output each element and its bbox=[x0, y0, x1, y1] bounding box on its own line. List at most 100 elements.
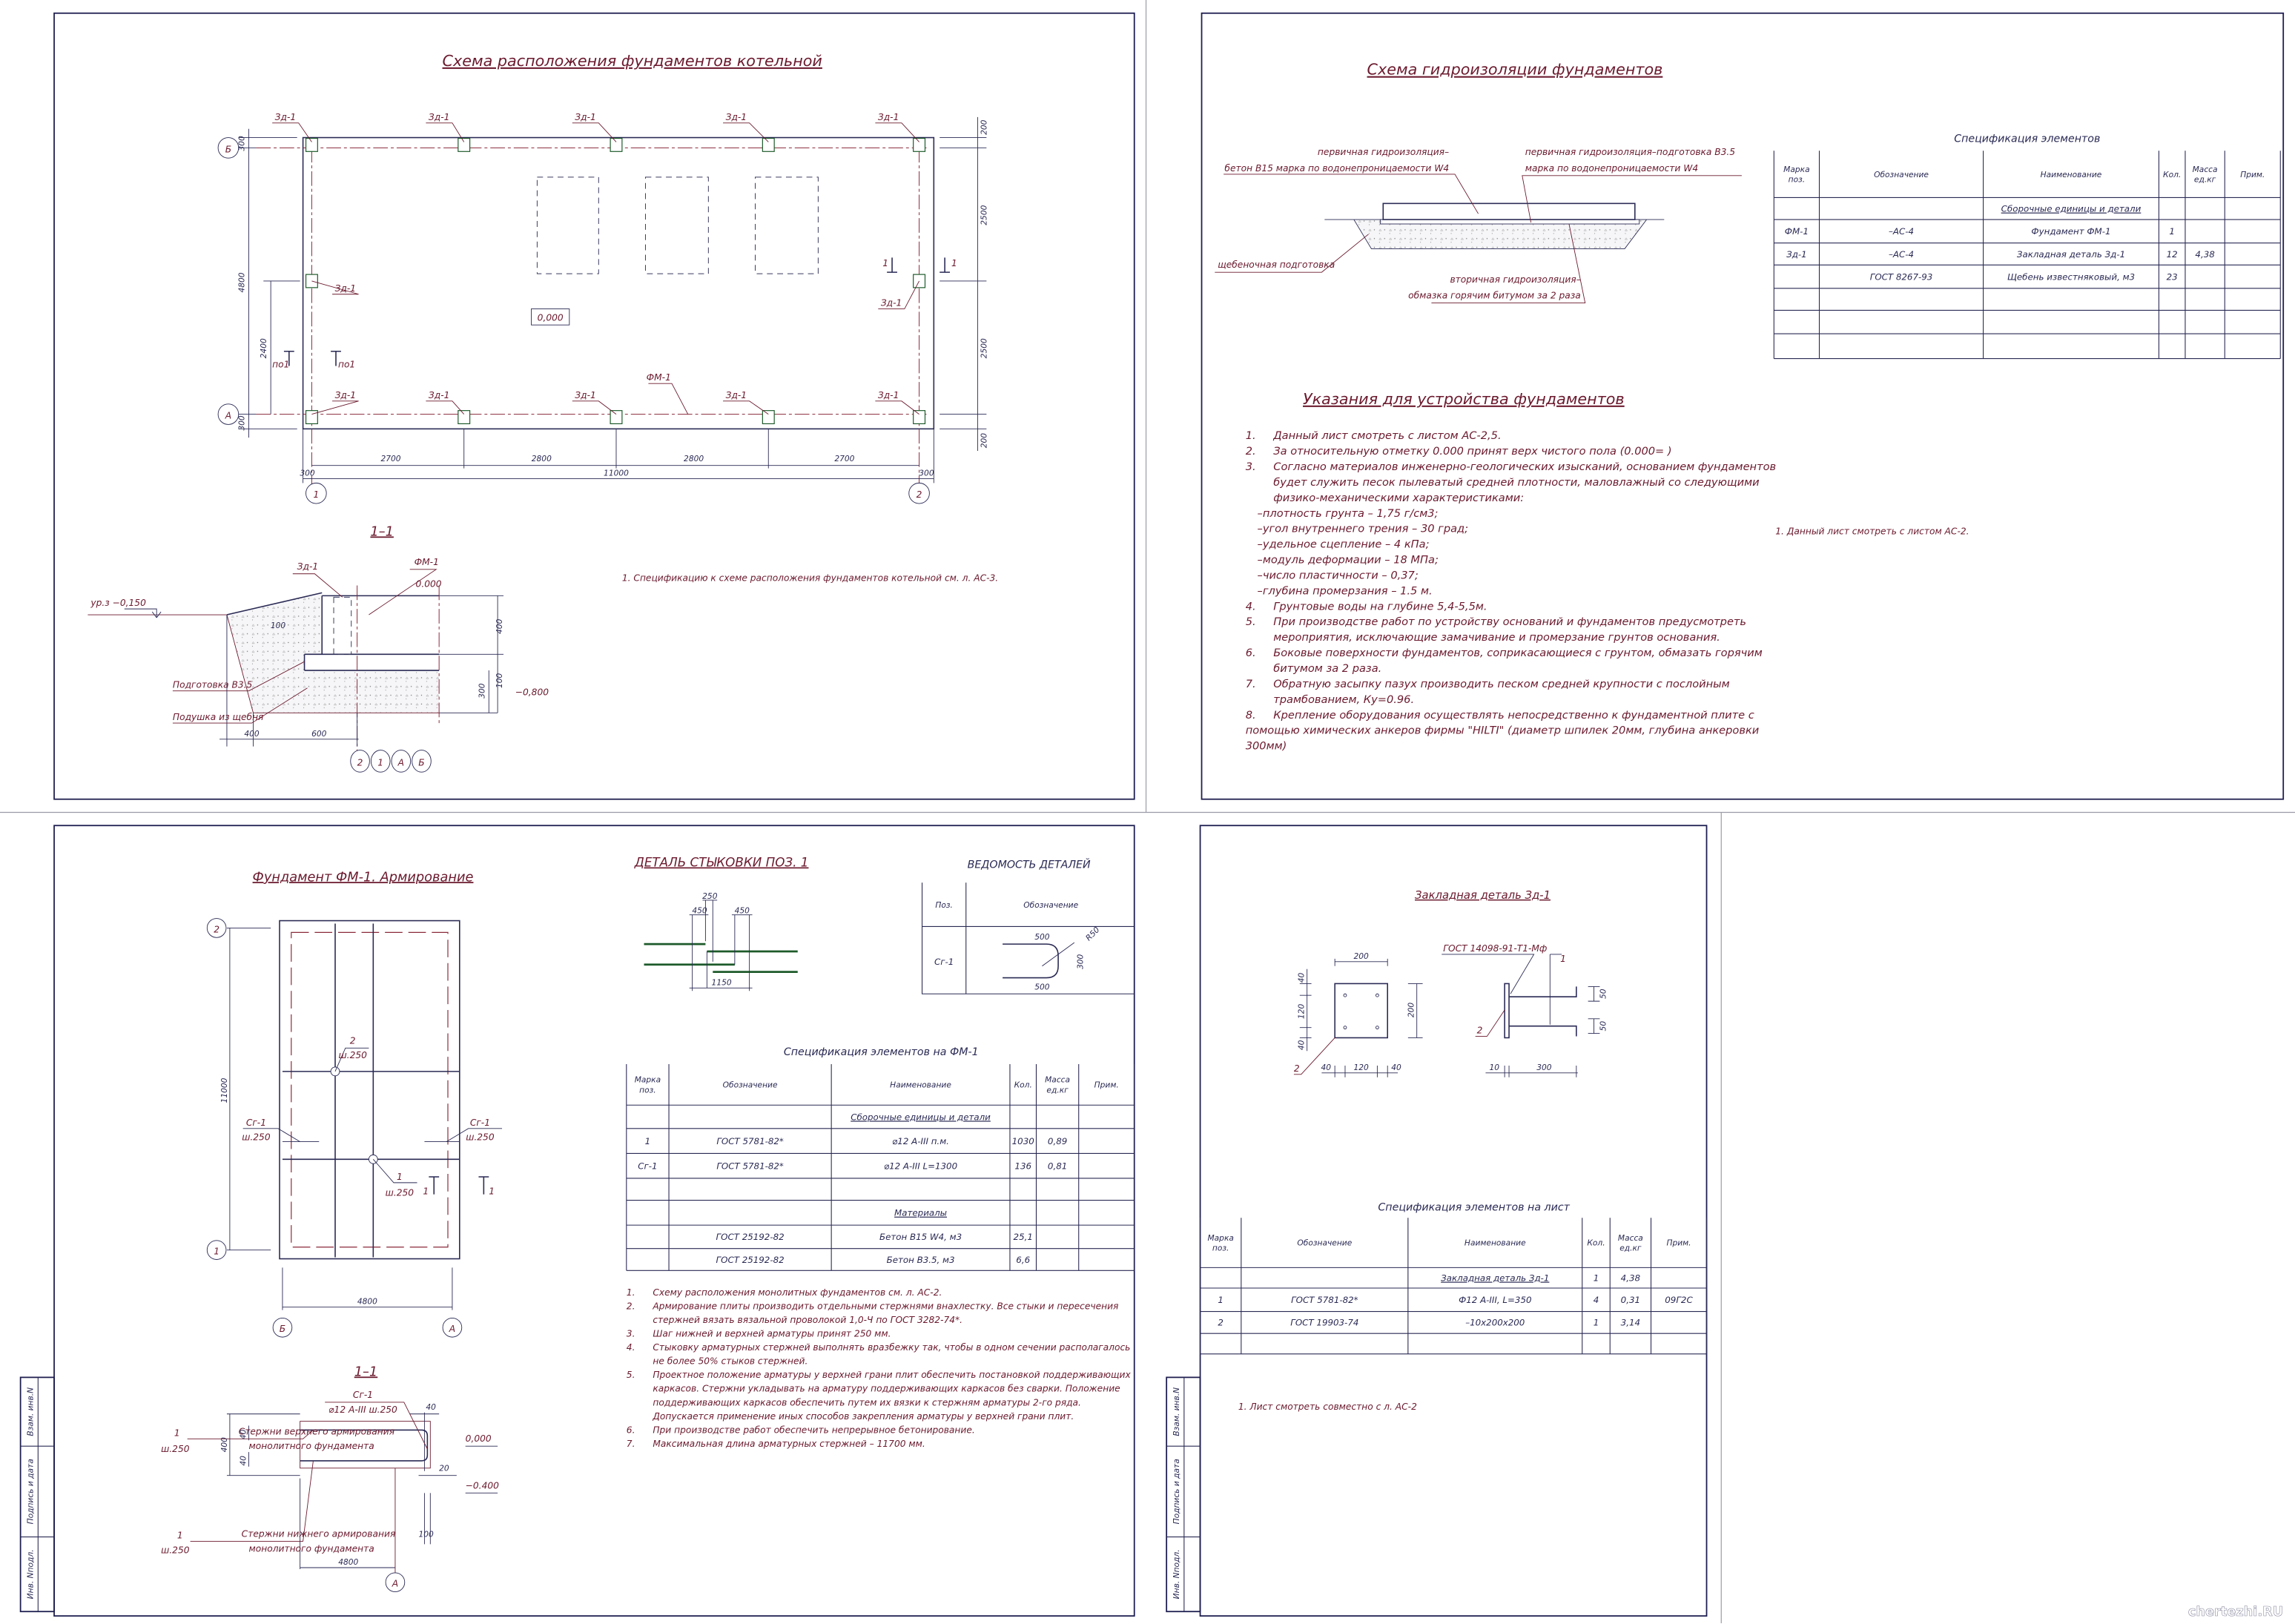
leader-line bbox=[190, 1460, 314, 1542]
stamp-label: Подпись и дата bbox=[25, 1459, 35, 1524]
dimension-lines bbox=[1299, 958, 1423, 1077]
note-text: –глубина промерзания – 1.5 м. bbox=[1258, 584, 1433, 597]
table-cell: Ф12 А-III, L=350 bbox=[1459, 1295, 1531, 1305]
table-cell: 4,38 bbox=[1621, 1273, 1641, 1284]
note-item: 4.Грунтовые воды на глубине 5,4-5,5м. bbox=[1246, 600, 1487, 613]
table-cell: Сборочные единицы и детали bbox=[2001, 204, 2142, 214]
note-text: Схему расположения монолитных фундаменто… bbox=[653, 1287, 942, 1298]
table-cell: ФМ-1 bbox=[1785, 226, 1809, 237]
note-text: физико-механическими характеристиками: bbox=[1273, 492, 1524, 504]
dim: 40 bbox=[1297, 1040, 1307, 1050]
note-number: 1. bbox=[1246, 429, 1256, 442]
axis-label-1: 1 bbox=[313, 489, 319, 500]
bar-label: 1 bbox=[397, 1172, 403, 1182]
table-header: Обозначение bbox=[723, 1080, 778, 1090]
radius-leader bbox=[1042, 942, 1075, 967]
reinforcement-outline bbox=[291, 931, 449, 1248]
embedded-part-label: Зд-1 bbox=[726, 112, 747, 122]
leader-line bbox=[311, 400, 359, 415]
dimension-lines bbox=[1485, 954, 1600, 1077]
note-text: –модуль деформации – 18 МПа; bbox=[1258, 554, 1439, 567]
instructions-title: Указания для устройства фундаментов bbox=[1303, 390, 1625, 408]
embedded-part-label: Зд-1 bbox=[726, 390, 747, 400]
foundation-label: ФМ-1 bbox=[415, 557, 439, 567]
dim: 500 bbox=[1034, 982, 1050, 991]
leader-line bbox=[242, 1128, 300, 1142]
table-header: Марка bbox=[635, 1075, 661, 1085]
note-text: Боковые поверхности фундаментов, соприка… bbox=[1273, 647, 1762, 659]
table-cell: ГОСТ 25192-82 bbox=[716, 1232, 785, 1242]
table-cell: 0,31 bbox=[1621, 1295, 1640, 1305]
parts-list-title: ВЕДОМОСТЬ ДЕТАЛЕЙ bbox=[968, 857, 1091, 871]
dim: 10 bbox=[1490, 1063, 1500, 1072]
rebar-spacing: ш.250 bbox=[161, 1545, 190, 1555]
dim: 20 bbox=[439, 1464, 449, 1473]
table-header: Прим. bbox=[1094, 1080, 1119, 1090]
embedded-part-marker bbox=[305, 137, 318, 152]
watermark-logo: chertezhi.RU bbox=[2188, 1605, 2283, 1620]
dim-edge: 300 bbox=[300, 469, 315, 478]
rebar-lap bbox=[644, 943, 798, 974]
note-number: 6. bbox=[1246, 647, 1256, 659]
note-text: Данный лист смотреть с листом АС-2,5. bbox=[1272, 429, 1501, 442]
ground-level-label: ур.з −0,150 bbox=[90, 598, 146, 608]
leader-line bbox=[172, 661, 305, 692]
cg-spacing: ш.250 bbox=[466, 1132, 495, 1143]
dim: 1150 bbox=[712, 977, 732, 987]
dim: 400 bbox=[495, 618, 504, 634]
equipment-outline bbox=[755, 176, 819, 274]
sheet-waterproofing: Схема гидроизоляции фундаментов первична… bbox=[1201, 12, 2285, 800]
table-row: Материалы bbox=[894, 1208, 947, 1218]
note-text: стержней вязать вязальной проволокой 1,0… bbox=[653, 1315, 962, 1325]
callout-text: первичная гидроизоляция– bbox=[1318, 147, 1449, 157]
section-label-left: по1 bbox=[272, 359, 289, 369]
note-item: 2.Армирование плиты производить отдельны… bbox=[627, 1301, 1119, 1325]
dim: R50 bbox=[1083, 925, 1101, 943]
note-item: 3.Шаг нижней и верхней арматуры принят 2… bbox=[627, 1329, 891, 1339]
side-view: ГОСТ 14098-91-Т1-Мф 1 2 50 50 10 300 bbox=[1442, 943, 1608, 1077]
note-item: 4.Стыковку арматурных стержней выполнять… bbox=[627, 1342, 1131, 1367]
note-item: –плотность грунта – 1,75 г/см3; –угол вну… bbox=[1258, 507, 1469, 598]
axis-label: Б bbox=[418, 757, 424, 768]
note-text: –угол внутреннего трения – 30 град; bbox=[1258, 523, 1469, 535]
axis-marker-1 bbox=[206, 1240, 227, 1260]
note-text: –плотность грунта – 1,75 г/см3; bbox=[1258, 507, 1439, 520]
leader-line bbox=[648, 383, 689, 415]
note-item: 7.Обратную засыпку пазух производить пес… bbox=[1246, 678, 1730, 706]
embedded-part-marker bbox=[610, 137, 623, 152]
stamp-label: Инв. Nподл. bbox=[25, 1549, 35, 1599]
rebar-desc: монолитного фундамента bbox=[249, 1543, 374, 1554]
embedded-part-marker bbox=[458, 410, 471, 425]
dim: 4800 bbox=[338, 1557, 358, 1567]
embedded-part-label: Зд-1 bbox=[881, 298, 902, 308]
note-text: не более 50% стыков стержней. bbox=[653, 1356, 808, 1367]
parts-mark: Сг-1 bbox=[934, 957, 954, 967]
axis-marker bbox=[370, 750, 391, 773]
embedded-part-label: Зд-1 bbox=[335, 390, 356, 400]
dim: 40 bbox=[1321, 1063, 1332, 1072]
note-text: Согласно материалов инженерно-геологичес… bbox=[1273, 461, 1776, 473]
cg-label: Сг-1 bbox=[470, 1118, 490, 1128]
joint-detail: ДЕТАЛЬ СТЫКОВКИ ПОЗ. 1 250 450 450 1150 bbox=[634, 855, 808, 991]
dimension-lines bbox=[940, 116, 987, 451]
slab-outline bbox=[279, 920, 460, 1260]
leader-line bbox=[426, 122, 465, 142]
note-item: 1.Схему расположения монолитных фундамен… bbox=[627, 1287, 942, 1298]
note-text: Допускается применение иных способов зак… bbox=[652, 1411, 1074, 1422]
note-text: Грунтовые воды на глубине 5,4-5,5м. bbox=[1273, 600, 1487, 613]
dim: 200 bbox=[1354, 951, 1370, 961]
dimension-lines bbox=[303, 429, 934, 483]
table-header: Марка bbox=[1207, 1233, 1233, 1243]
rebar-lines bbox=[282, 923, 460, 1258]
note-item: 2.За относительную отметку 0.000 принят … bbox=[1246, 445, 1672, 458]
sheet-title: Закладная деталь Зд-1 bbox=[1415, 889, 1551, 902]
axis-marker bbox=[391, 750, 412, 773]
table-row: Сборочные единицы и детали bbox=[2001, 204, 2142, 214]
sheet-foundation-layout: Схема расположения фундаментов котельной… bbox=[53, 12, 1135, 800]
sheet-note: 1. Лист смотреть совместно с л. АС-2 bbox=[1238, 1402, 1417, 1412]
equipment-outline bbox=[536, 176, 599, 274]
stamp-frame bbox=[1166, 1376, 1201, 1613]
note-text: Максимальная длина арматурных стержней –… bbox=[653, 1439, 925, 1449]
